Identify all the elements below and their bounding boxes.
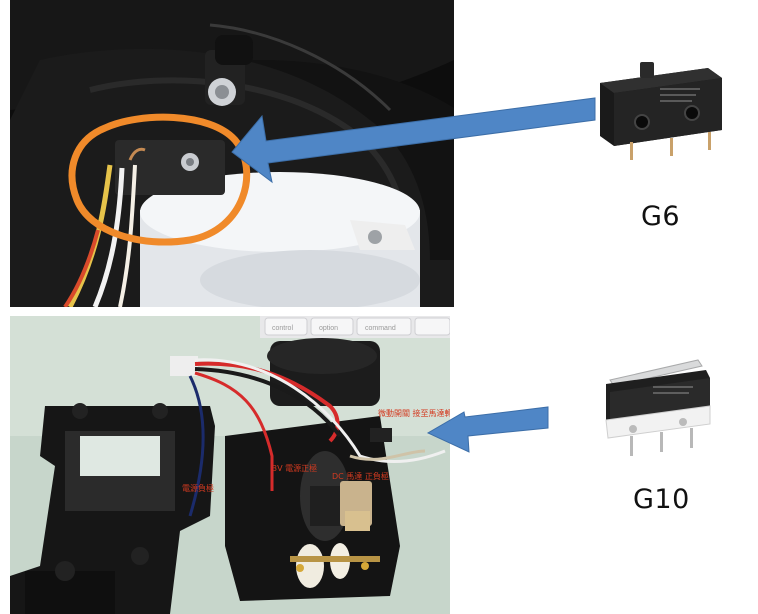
highlight-circle	[68, 113, 251, 246]
g6-micro-switch	[590, 58, 730, 163]
g10-installed-photo: control option command	[10, 316, 450, 614]
key-command: command	[365, 325, 396, 332]
g10-micro-switch	[598, 356, 718, 461]
annotation-3v-positive: 3V 電源正極	[272, 463, 317, 473]
g6-label: G6	[641, 201, 681, 232]
annotation-dc-motor: DC 馬達 正負極	[332, 471, 389, 481]
key-control: control	[272, 325, 293, 332]
annotation-switch-to-motor: 微動開關 接至馬達轉	[378, 408, 450, 418]
annotation-negative: 電源負極	[182, 483, 214, 493]
key-option: option	[319, 325, 338, 332]
g6-installed-photo	[10, 0, 454, 307]
g10-label: G10	[633, 484, 690, 515]
